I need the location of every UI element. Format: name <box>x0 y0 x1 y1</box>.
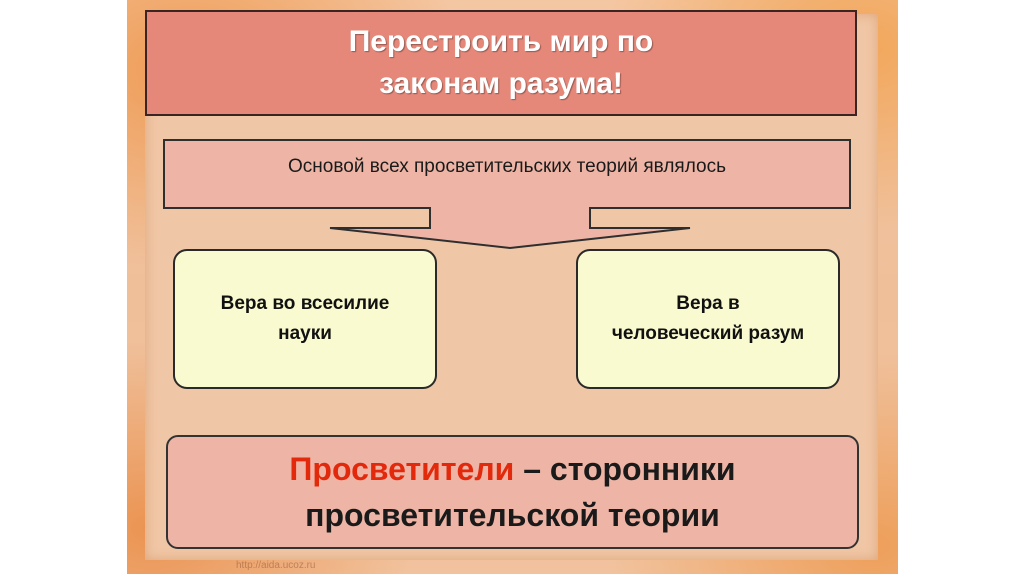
conclusion-highlight: Просветители <box>289 451 515 487</box>
conclusion-text: Просветители – сторонники просветительск… <box>193 446 833 538</box>
watermark-url: http://aida.ucoz.ru <box>236 560 316 571</box>
conclusion-box: Просветители – сторонники просветительск… <box>166 435 859 549</box>
belief-box-reason: Вера в человеческий разум <box>576 249 840 389</box>
belief-box-science: Вера во всесилие науки <box>173 249 437 389</box>
callout-text: Основой всех просветительских теорий явл… <box>288 156 726 177</box>
belief-label-reason: Вера в человеческий разум <box>611 293 805 344</box>
conclusion-rest: – сторонники просветительской теории <box>305 451 736 533</box>
slide-title: Перестроить мир по законам разума! <box>348 25 654 100</box>
callout-arrow-shape <box>163 139 851 250</box>
title-box: Перестроить мир по законам разума! <box>145 10 857 116</box>
belief-label-science: Вера во всесилие науки <box>220 293 390 344</box>
